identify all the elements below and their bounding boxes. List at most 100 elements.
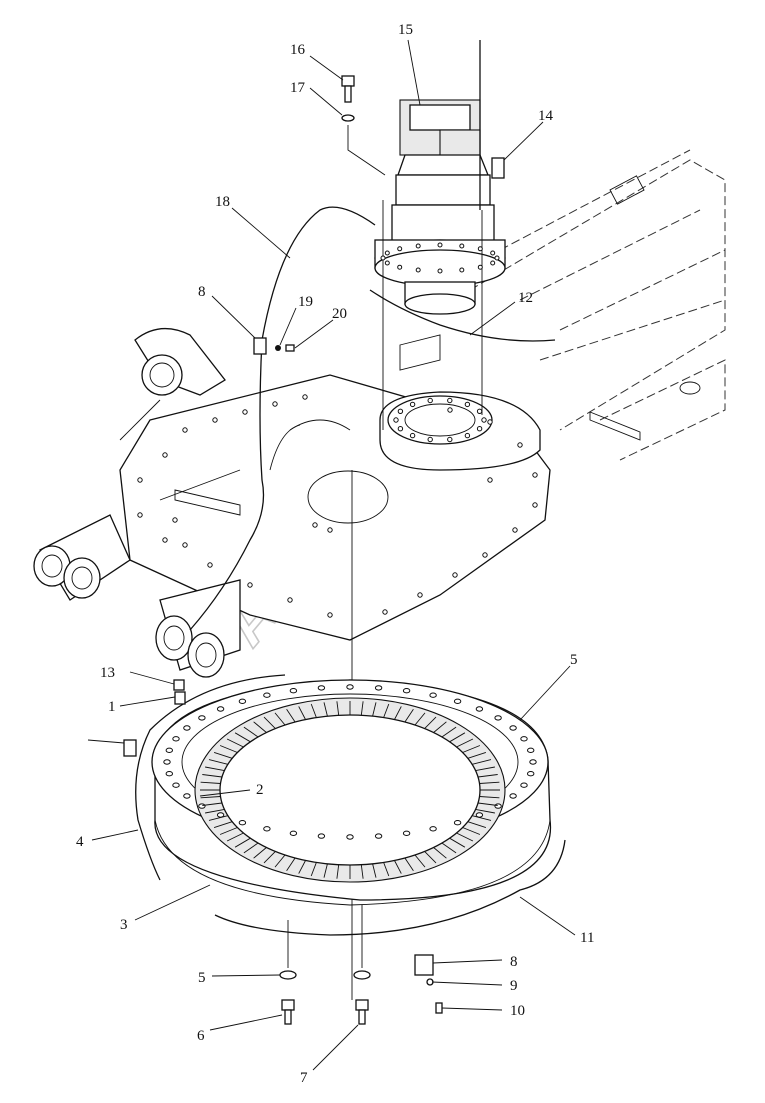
gear-tooth [360,864,364,879]
bearing-bolt-hole [429,826,437,832]
flange-hole [459,267,465,273]
gear-tooth [467,751,487,759]
gear-tooth [441,726,457,738]
deck-hole [532,502,538,508]
bearing-bolt-hole [402,830,411,836]
gear-tooth [462,745,481,753]
pinion-mount [379,391,541,471]
gear-tooth [472,759,492,765]
callout-11: 11 [580,930,594,946]
bearing-bolt-hole [216,706,225,712]
bearing-bolt-hole [263,826,271,832]
bearing-bolt-hole [183,725,191,731]
mount-hole [427,397,433,404]
callout-8-top: 8 [198,284,206,300]
deck-hole [487,477,493,483]
callout-18: 18 [215,194,230,210]
deck-hole [302,394,308,400]
boom-foot-brackets [33,328,241,678]
callout-4: 4 [76,834,84,850]
callout-5-bottom: 5 [198,970,206,986]
gear-tooth [472,815,492,821]
callout-14: 14 [538,108,554,124]
bearing-bolt-hole [509,725,517,731]
gear-tooth [310,703,317,718]
flange-hole [437,242,443,248]
gear-tooth [394,706,402,720]
gear-tooth [475,808,495,814]
flange-hole [380,255,386,261]
bearing-bolt-hole [475,706,484,712]
main-frame [399,149,726,461]
callout-1: 1 [108,699,116,715]
gear-tooth [202,774,223,778]
flange-hole [437,268,443,274]
bearing-bolt-hole [198,803,206,809]
gear-tooth [286,709,296,723]
gear-tooth [243,842,259,854]
bearing-bolt-hole [374,685,383,691]
gear-tooth [226,738,244,748]
bearing-bolt-hole [520,782,528,788]
bearing-bolt-holes [163,684,537,840]
deck-hole [207,562,213,568]
gear-tooth [467,821,487,829]
deck-hole [417,592,423,598]
flange-hole [477,246,483,252]
gear-tooth [475,766,495,772]
deck-hole [272,401,278,407]
bearing-bolt-hole [198,715,206,721]
leader-lines [91,39,576,1071]
callout-5-top: 5 [570,652,578,668]
hose-12 [369,289,556,342]
deck-hole [162,452,168,458]
bearing-bolt-hole [527,747,535,753]
callout-12: 12 [518,290,533,306]
gear-tooth [263,716,276,729]
deck-hole [162,537,168,543]
mount-hole [397,426,404,432]
gear-tooth [263,851,276,864]
gear-tooth [424,716,437,729]
callout-3: 3 [120,917,128,933]
gear-tooth [456,832,474,842]
flange-hole [397,264,403,270]
bearing-bolt-hole [172,782,180,788]
hose-4 [135,674,286,881]
gear-tooth [234,837,251,848]
bearing-bolt-hole [429,692,437,698]
deck-hole [312,522,318,528]
deck-holes [137,394,538,618]
motor-flange-holes [380,242,500,274]
gear-tooth [424,851,437,864]
deck-hole [287,597,293,603]
bearing-bolt-hole [520,736,528,742]
gear-tooth [219,827,238,835]
gear-tooth [234,732,251,743]
gear-tooth [479,781,500,784]
gear-tooth [372,863,377,878]
gear-tooth [298,860,306,874]
bearing-bolt-hole [165,771,174,777]
bearing-bolt-hole [263,692,271,698]
gear-tooth [213,751,233,759]
deck-hole [452,572,458,578]
callout-20: 20 [332,306,347,322]
gear-tooth [360,701,364,716]
deck-hole [512,527,518,533]
flange-hole [490,250,496,256]
deck-hole [212,417,218,423]
bearing-bolt-hole [346,684,354,690]
flange-hole [384,260,390,266]
gear-tooth [477,774,498,778]
deck-hole [182,542,188,548]
flange-hole [397,246,403,252]
flange-hole [415,243,421,249]
mount-hole [481,417,487,423]
deck-hole [242,409,248,415]
gear-tooth [394,860,402,874]
gear-tooth [274,854,286,868]
mount-hole [464,401,471,408]
bottom-hardware [279,905,371,1025]
